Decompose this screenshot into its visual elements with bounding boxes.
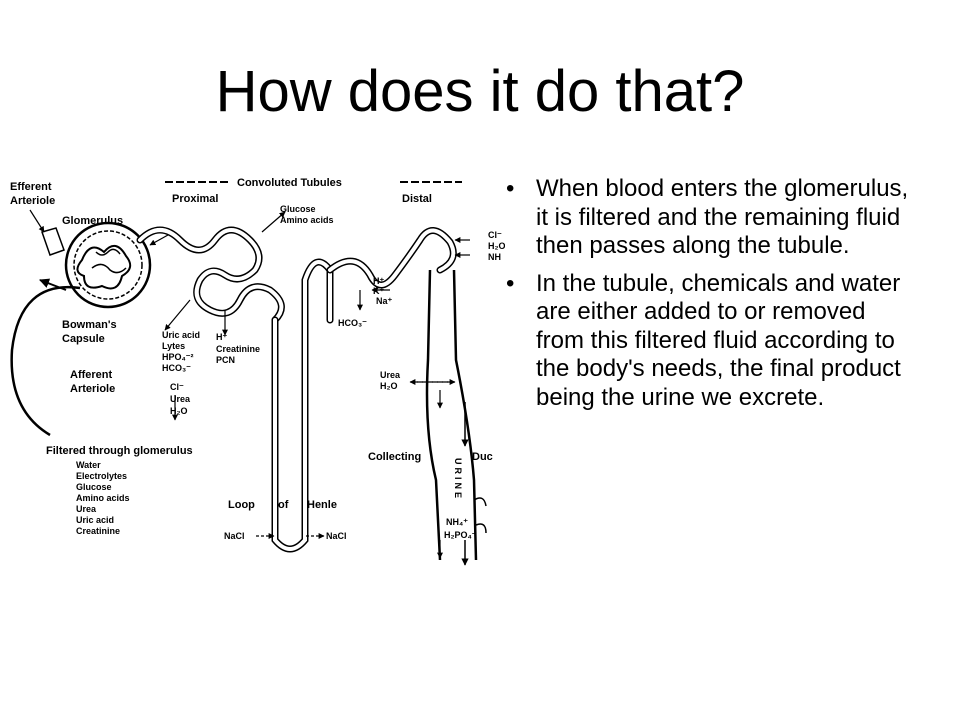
label-uric-acid: Uric acid [162, 330, 200, 340]
label-hpo4: HPO₄⁻² [162, 352, 194, 362]
label-duct: Duc [472, 451, 493, 463]
afferent-arteriole-shape [10, 285, 81, 437]
label-h2o: H₂O [170, 406, 188, 416]
label-afferent: Afferent [70, 369, 113, 381]
label-filtered-title: Filtered through glomerulus [46, 445, 193, 457]
bullet-item: • In the tubule, chemicals and water are… [500, 270, 920, 413]
filtered-item: Amino acids [76, 493, 130, 503]
efferent-arteriole-shape [41, 227, 65, 256]
label-afferent-arteriole: Arteriole [70, 383, 115, 395]
bullet-marker: • [506, 175, 515, 202]
label-of: of [278, 499, 289, 511]
label-nh4: NH₄⁺ [446, 517, 468, 527]
bullet-text: When blood enters the glomerulus, it is … [536, 175, 909, 259]
label-lytes: Lytes [162, 341, 185, 351]
label-glomerulus: Glomerulus [62, 215, 123, 227]
label-distal-k: K⁺ [373, 286, 384, 296]
nephron-diagram: Efferent Arteriole Glomerulus Convoluted… [0, 160, 505, 570]
label-urine: URINE [453, 458, 463, 501]
filtered-item: Urea [76, 504, 97, 514]
bullet-list: • When blood enters the glomerulus, it i… [500, 175, 920, 421]
bullet-item: • When blood enters the glomerulus, it i… [500, 175, 920, 261]
label-hco3: HCO₃⁻ [162, 363, 191, 373]
label-convoluted-tubules: Convoluted Tubules [237, 177, 342, 189]
glomerulus-shape [64, 221, 152, 309]
label-distal-h: H⁺ [373, 276, 384, 286]
label-urea: Urea [170, 394, 191, 404]
filtered-item: Uric acid [76, 515, 114, 525]
label-distal-nh: NH [488, 252, 501, 262]
nephron-diagram-svg: Efferent Arteriole Glomerulus Convoluted… [10, 177, 505, 566]
slide-title: How does it do that? [215, 59, 745, 124]
label-distal-na: Na⁺ [376, 296, 393, 306]
label-nacl-left: NaCl [224, 531, 245, 541]
bullet-marker: • [506, 269, 515, 297]
label-distal-cl: Cl⁻ [488, 230, 502, 240]
label-loop: Loop [228, 499, 255, 511]
label-collecting: Collecting [368, 451, 421, 463]
label-urea-2: Urea [380, 370, 401, 380]
label-proximal: Proximal [172, 193, 218, 205]
collecting-duct-shape [425, 269, 478, 561]
filtered-item: Electrolytes [76, 471, 127, 481]
label-bowmans: Bowman's [62, 319, 117, 331]
label-glucose: Glucose [280, 204, 316, 214]
label-h-plus: H⁺ [216, 332, 227, 342]
label-efferent-arteriole: Arteriole [10, 195, 55, 207]
label-pcn: PCN [216, 355, 235, 365]
label-nacl-right: NaCl [326, 531, 347, 541]
label-distal-hco3: HCO₃⁻ [338, 318, 367, 328]
bullet-text: In the tubule, chemicals and water are e… [536, 269, 901, 411]
label-creatinine: Creatinine [216, 344, 260, 354]
label-distal-h2o: H₂O [488, 241, 505, 251]
label-henle: Henle [307, 499, 337, 511]
filtered-item: Creatinine [76, 526, 120, 536]
label-cl-minus: Cl⁻ [170, 382, 184, 392]
label-h2o-2: H₂O [380, 381, 398, 391]
filtered-item: Water [76, 460, 101, 470]
label-distal: Distal [402, 193, 432, 205]
filtered-item: Glucose [76, 482, 112, 492]
label-bowmans-capsule: Capsule [62, 333, 105, 345]
label-h2po4: H₂PO₄⁻ [444, 530, 477, 540]
label-amino-acids: Amino acids [280, 215, 334, 225]
label-efferent: Efferent [10, 181, 52, 193]
